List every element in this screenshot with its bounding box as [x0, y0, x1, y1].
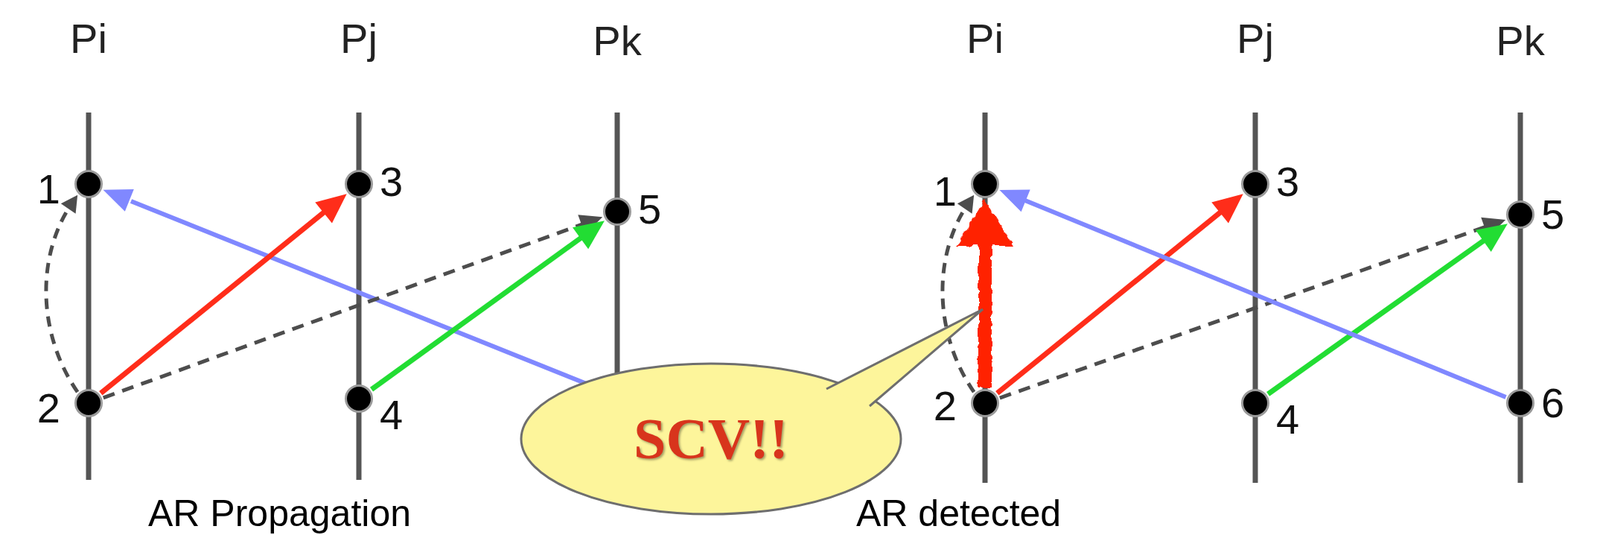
caption-note: AR detected	[856, 492, 1061, 534]
caption-note: AR Propagation	[148, 492, 411, 534]
event-number: 5	[1541, 193, 1565, 236]
process-line	[982, 112, 988, 483]
message-arrow	[999, 217, 1506, 398]
event-dot: 4	[344, 384, 374, 413]
event-dot: 5	[603, 197, 632, 226]
message-arrow	[996, 193, 1243, 394]
process-label: Pj	[1236, 15, 1274, 62]
message-arrow	[1267, 223, 1508, 394]
message-arrow	[371, 220, 605, 389]
causal-arrow	[942, 195, 974, 392]
process-line	[86, 112, 92, 480]
arrow-head	[103, 189, 135, 212]
event-number: 4	[1276, 398, 1300, 441]
event-number: 2	[933, 384, 957, 427]
event-number: 6	[1541, 381, 1565, 424]
process-label: Pj	[340, 15, 378, 62]
process-label: Pi	[69, 15, 108, 62]
event-dot: 4	[1241, 388, 1270, 417]
event-number: 3	[1276, 160, 1300, 203]
event-dot: 5	[1506, 200, 1535, 229]
event-number: 1	[37, 168, 61, 210]
event-number: 1	[933, 170, 957, 213]
event-number: 4	[379, 393, 403, 436]
causal-arrow	[46, 195, 78, 392]
event-dot: 6	[1506, 388, 1535, 417]
event-dot: 3	[344, 169, 374, 199]
process-label: Pi	[966, 15, 1004, 62]
message-arrow	[100, 193, 347, 394]
event-dot: 3	[1241, 169, 1270, 199]
event-dot: 2	[74, 388, 103, 417]
message-arrow	[103, 214, 604, 398]
process-label: Pk	[592, 17, 642, 65]
callout-text: SCV!!	[633, 406, 789, 471]
event-number: 3	[379, 160, 403, 203]
event-dot: 2	[970, 388, 1000, 417]
event-number: 5	[638, 188, 662, 231]
process-line	[356, 112, 362, 480]
event-number: 2	[37, 387, 61, 429]
event-dot: 1	[74, 169, 103, 199]
callout-bubble: SCV!!	[519, 361, 903, 516]
process-line	[1518, 112, 1524, 483]
message-arrow	[999, 189, 1506, 398]
process-label: Pk	[1495, 17, 1545, 65]
message-arrow	[956, 199, 1014, 388]
event-dot: 1	[970, 169, 1000, 199]
